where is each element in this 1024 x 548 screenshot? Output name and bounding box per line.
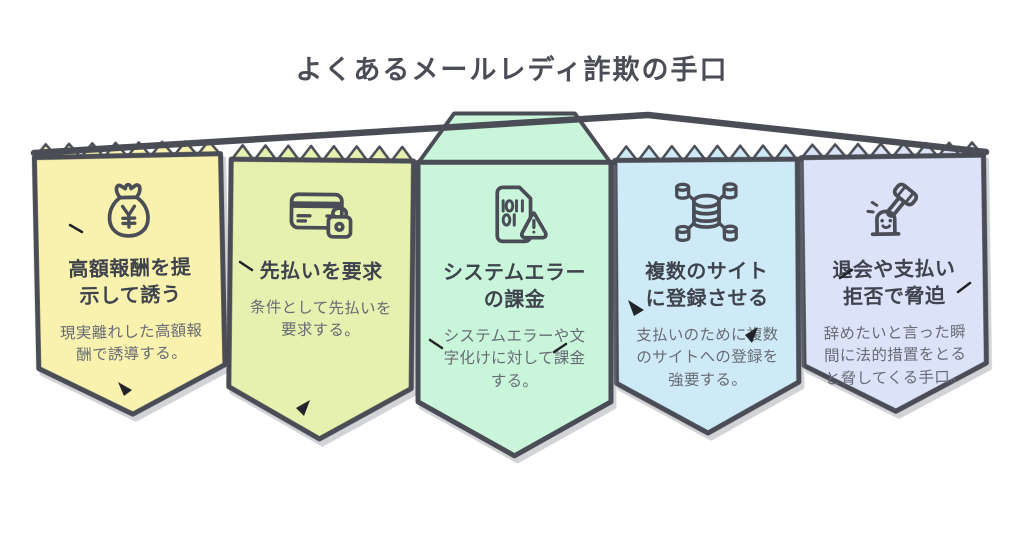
card-description: 条件として先払いを 要求する。 <box>249 299 392 340</box>
money-bag-yen-icon <box>107 182 150 238</box>
card-description: 現実離れした高額報 酬で誘導する。 <box>59 322 203 365</box>
card-description: システムエラーや文 字化けに対して課金 する。 <box>443 328 586 390</box>
card-title: 先払いを要求 <box>259 260 383 284</box>
credit-card-lock-icon <box>289 192 353 239</box>
card-threaten-on-quit: 退会や支払い 拒否で脅迫 辞めたいと言った瞬 間に法的措置をとる と脅してくる手… <box>797 137 991 416</box>
card-title: 退会や支払い 拒否で脅迫 <box>832 258 956 309</box>
card-lure-high-reward: 高額報酬を提 示して誘う 現実離れした高額報 酬で誘導する。 <box>30 135 230 419</box>
card-description: 辞めたいと言った瞬 間に法的措置をとる と脅してくる手口。 <box>823 324 967 388</box>
ghost-gavel-icon <box>866 182 919 237</box>
page-title: よくあるメールレディ詐欺の手口 <box>295 55 729 85</box>
database-network-icon <box>675 182 738 243</box>
card-register-multiple-sites: 複数のサイト に登録させる 支払いのために複数 のサイトへの登録を 強要する。 <box>611 139 803 436</box>
card-system-error-charge: システムエラー の課金 システムエラーや文 字化けに対して課金 する。 <box>414 141 615 459</box>
card-demand-advance-payment: 先払いを要求 条件として先払いを 要求する。 <box>224 139 417 443</box>
card-title: 高額報酬を提 示して誘う <box>68 256 192 309</box>
binary-file-warning-icon <box>494 185 548 244</box>
card-title: システムエラー の課金 <box>443 262 586 311</box>
card-title: 複数のサイト に登録させる <box>645 260 769 311</box>
card-description: 支払いのために複数 のサイトへの登録を 強要する。 <box>636 326 779 390</box>
